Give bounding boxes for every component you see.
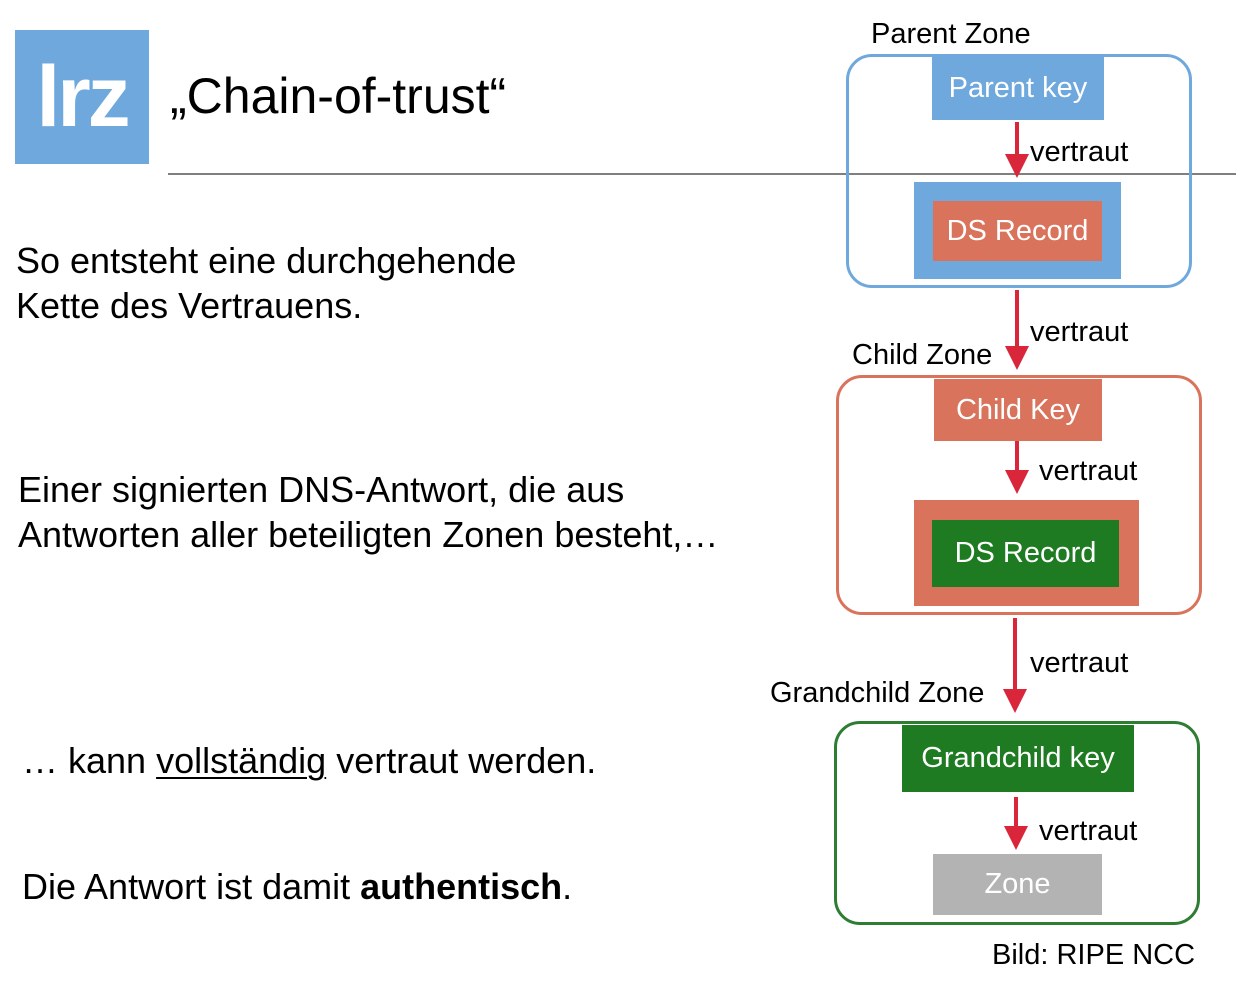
grandchild-zone-container	[834, 721, 1200, 925]
trust-label-parent: vertraut	[1030, 136, 1129, 168]
trust-label-child: vertraut	[1039, 455, 1138, 487]
trust-label-link2: vertraut	[1030, 647, 1129, 679]
text-fully-underlined: vollständig	[156, 740, 327, 781]
text-fully-post: vertraut werden.	[326, 740, 597, 781]
image-credit: Bild: RIPE NCC	[992, 939, 1196, 971]
text-signed-line2: Antworten aller beteiligten Zonen besteh…	[18, 514, 719, 555]
parent-ds-record-box: DS Record	[933, 201, 1102, 261]
zone-box: Zone	[933, 854, 1102, 915]
text-authentic-pre: Die Antwort ist damit	[22, 866, 361, 907]
parent-key-box: Parent key	[932, 57, 1104, 120]
text-fully-trusted: … kann vollständig vertraut werden.	[22, 738, 596, 783]
child-key-box: Child Key	[934, 379, 1102, 441]
lrz-logo: lrz	[15, 30, 149, 164]
text-fully-pre: … kann	[22, 740, 157, 781]
text-signed-line1: Einer signierten DNS-Antwort, die aus	[18, 469, 625, 510]
text-chain-line1: So entsteht eine durchgehende	[16, 240, 517, 281]
title-divider	[168, 173, 1236, 175]
text-chain-line2: Kette des Vertrauens.	[16, 285, 363, 326]
child-zone-label: Child Zone	[852, 339, 993, 371]
text-authentic-bold: authentisch	[360, 866, 563, 907]
child-zone-container	[836, 375, 1202, 615]
parent-zone-label: Parent Zone	[871, 18, 1031, 50]
text-authentic-post: .	[562, 866, 573, 907]
slide-title: „Chain-of-trust“	[170, 68, 507, 124]
text-chain: So entsteht eine durchgehende Kette des …	[16, 238, 516, 328]
child-ds-record-box: DS Record	[932, 520, 1119, 587]
grandchild-key-box: Grandchild key	[902, 725, 1134, 792]
trust-label-grandchild: vertraut	[1039, 815, 1138, 847]
text-authentic: Die Antwort ist damit authentisch.	[22, 864, 572, 909]
text-signed-answer: Einer signierten DNS-Antwort, die aus An…	[18, 467, 718, 557]
grandchild-zone-label: Grandchild Zone	[770, 677, 985, 709]
trust-label-link1: vertraut	[1030, 316, 1129, 348]
parent-zone-container	[846, 54, 1192, 288]
